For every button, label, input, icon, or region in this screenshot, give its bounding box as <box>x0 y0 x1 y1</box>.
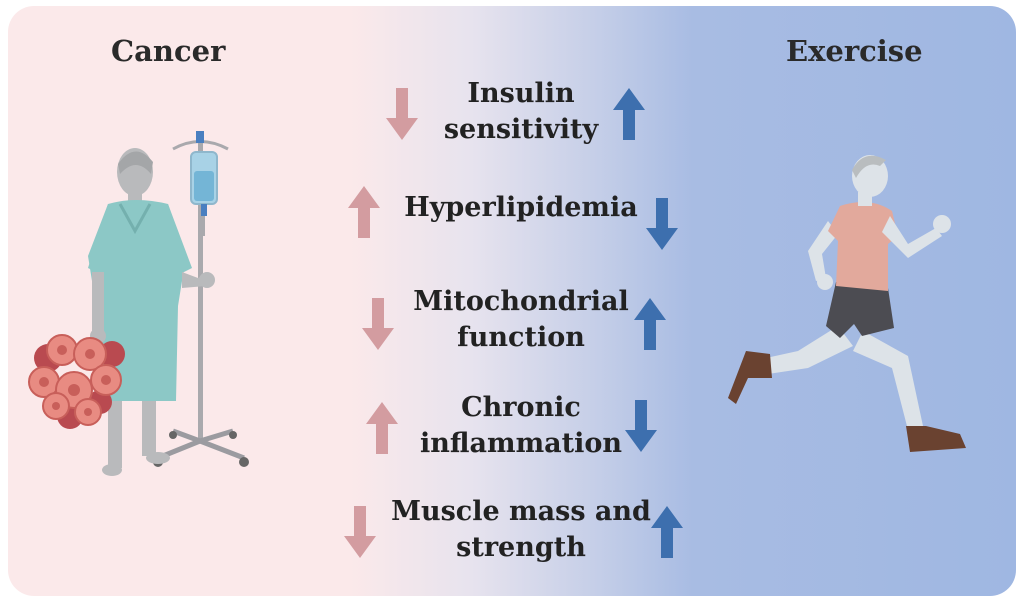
cancer-heading: Cancer <box>111 34 226 68</box>
exercise-arrow <box>613 88 645 140</box>
exercise-arrow <box>625 400 657 452</box>
exercise-arrow <box>651 506 683 558</box>
cancer-arrow <box>348 186 380 238</box>
exercise-arrow <box>646 198 678 250</box>
exercise-heading: Exercise <box>786 34 923 68</box>
tumor-cells-icon <box>28 334 125 429</box>
diagram-panel: Cancer Exercise <box>8 6 1016 596</box>
cancer-arrow <box>386 88 418 140</box>
cancer-arrow <box>362 298 394 350</box>
cancer-arrow <box>344 506 376 558</box>
exercise-arrow <box>634 298 666 350</box>
cancer-arrow <box>366 402 398 454</box>
factor-label: Hyperlipidemia <box>404 192 638 223</box>
runner-icon <box>728 155 966 452</box>
